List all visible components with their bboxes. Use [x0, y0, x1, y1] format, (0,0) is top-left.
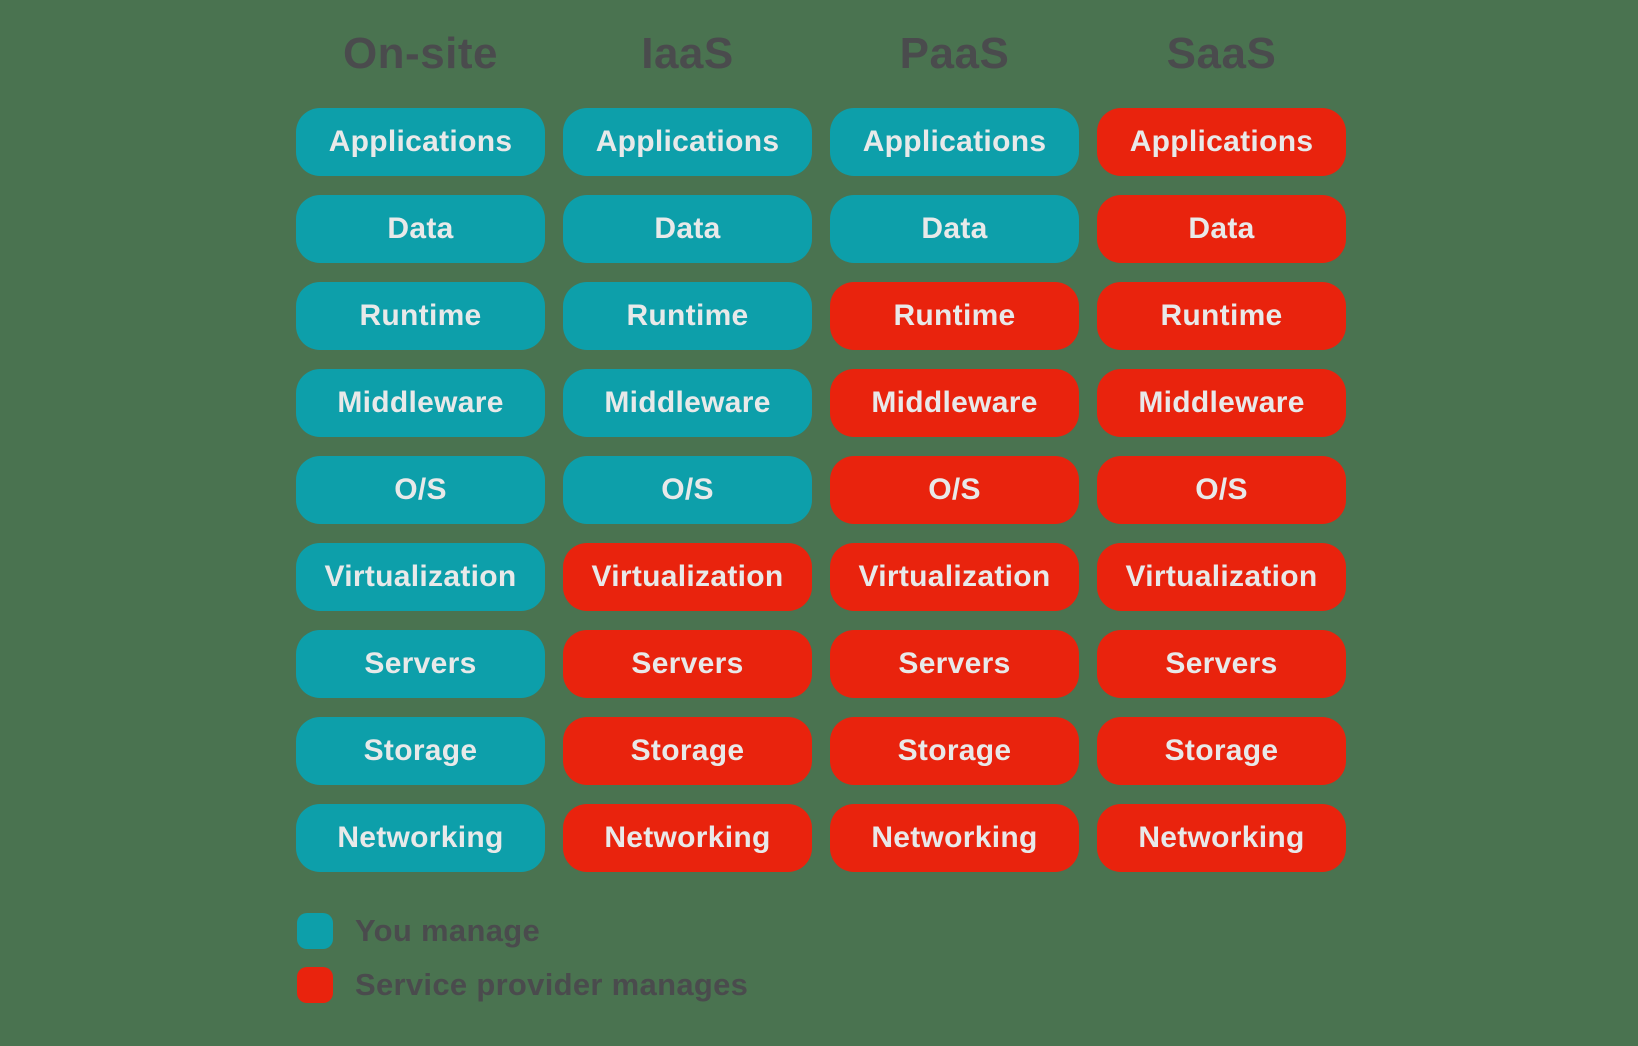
service-block-applications: Applications: [563, 108, 812, 176]
service-block-networking: Networking: [296, 804, 545, 872]
service-block-virtualization: Virtualization: [296, 543, 545, 611]
service-block-runtime: Runtime: [830, 282, 1079, 350]
service-block-virtualization: Virtualization: [1097, 543, 1346, 611]
service-block-o-s: O/S: [296, 456, 545, 524]
service-block-applications: Applications: [830, 108, 1079, 176]
column-header-on-site: On-site: [342, 29, 499, 78]
column-header-iaas: IaaS: [641, 29, 734, 78]
service-block-o-s: O/S: [1097, 456, 1346, 524]
service-block-data: Data: [830, 195, 1079, 263]
service-block-servers: Servers: [563, 630, 812, 698]
service-block-middleware: Middleware: [830, 369, 1079, 437]
service-block-storage: Storage: [563, 717, 812, 785]
service-block-applications: Applications: [296, 108, 545, 176]
service-block-servers: Servers: [830, 630, 1079, 698]
service-block-storage: Storage: [296, 717, 545, 785]
service-block-runtime: Runtime: [1097, 282, 1346, 350]
service-block-virtualization: Virtualization: [563, 543, 812, 611]
service-block-runtime: Runtime: [296, 282, 545, 350]
legend-item-you-manage: You manage: [297, 913, 748, 949]
legend-item-service-provider-manages: Service provider manages: [297, 967, 748, 1003]
legend-label: Service provider manages: [355, 967, 749, 1002]
service-block-o-s: O/S: [563, 456, 812, 524]
service-provider-manages-swatch: [297, 967, 333, 1003]
service-block-storage: Storage: [1097, 717, 1346, 785]
service-block-middleware: Middleware: [563, 369, 812, 437]
service-block-data: Data: [296, 195, 545, 263]
service-block-o-s: O/S: [830, 456, 1079, 524]
service-block-applications: Applications: [1097, 108, 1346, 176]
service-block-runtime: Runtime: [563, 282, 812, 350]
service-block-servers: Servers: [1097, 630, 1346, 698]
service-block-networking: Networking: [1097, 804, 1346, 872]
legend: You manage Service provider manages: [297, 913, 748, 1021]
you-manage-swatch: [297, 913, 333, 949]
service-block-data: Data: [1097, 195, 1346, 263]
service-block-storage: Storage: [830, 717, 1079, 785]
column-header-paas: PaaS: [899, 29, 1010, 78]
service-block-servers: Servers: [296, 630, 545, 698]
column-header-saas: SaaS: [1166, 29, 1277, 78]
service-block-networking: Networking: [563, 804, 812, 872]
service-block-networking: Networking: [830, 804, 1079, 872]
service-block-middleware: Middleware: [296, 369, 545, 437]
service-block-virtualization: Virtualization: [830, 543, 1079, 611]
service-block-middleware: Middleware: [1097, 369, 1346, 437]
legend-label: You manage: [355, 913, 541, 948]
service-block-data: Data: [563, 195, 812, 263]
